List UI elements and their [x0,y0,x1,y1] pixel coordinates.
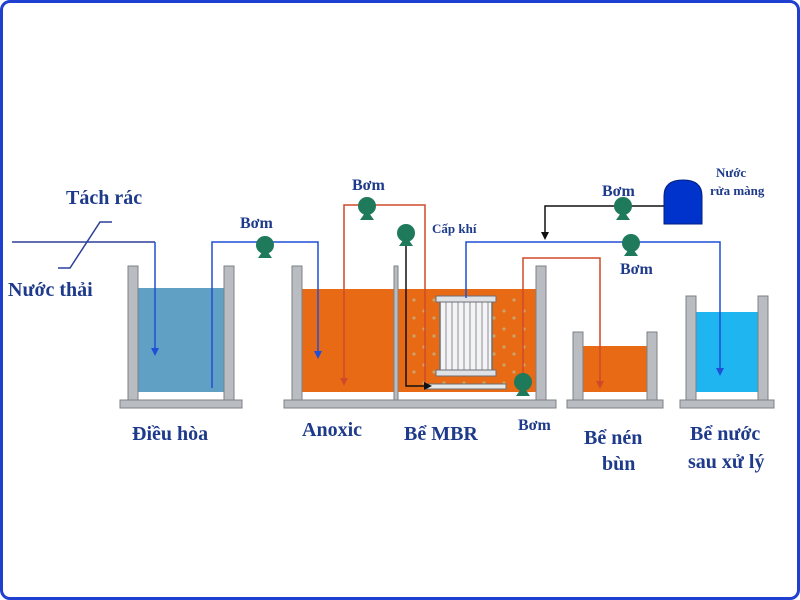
screen-slash [58,221,112,269]
pump-3 [397,224,415,246]
pump-4-label: Bơm [602,183,636,200]
membrane-module [425,295,507,390]
anoxic-sludge [302,289,394,392]
sludge-thickener-label-line2: bùn [602,453,635,475]
equalization-water [138,288,224,392]
air-supply-label: Cấp khí [432,221,477,236]
mbr-tank-label: Bể MBR [404,423,478,445]
pump-1-label: Bơm [240,215,274,232]
recirculation-pipe [340,204,426,386]
pump-4 [614,197,632,220]
sludge-thickener-walls [566,331,664,409]
pump-2 [358,197,376,220]
wash-water-tank-icon [663,179,703,225]
anoxic-mbr-tank-walls [283,265,557,409]
sludge-pipe [522,257,604,389]
wastewater-label: Nước thải [8,279,93,301]
sludge-thickener-content [583,346,647,392]
sludge-thickener-label-line1: Bể nén [584,427,642,449]
wash-pipe [541,205,664,240]
anoxic-tank-label: Anoxic [302,419,362,441]
treated-water [696,312,758,392]
wash-water-label-line1: Nước [716,165,746,180]
pump-5 [622,234,640,256]
treated-tank-label-line1: Bể nước [690,423,760,445]
equalization-tank-label: Điều hòa [132,423,208,445]
screening-label: Tách rác [66,187,142,209]
permeate-pipe [465,241,724,376]
wash-water-label-line2: rửa màng [710,183,765,198]
air-supply-pipe [405,232,432,390]
equalization-tank-walls [119,265,243,409]
pump-1 [256,236,274,258]
treated-water-tank-walls [679,295,775,409]
pump-6-label: Bơm [518,417,552,434]
pump-6 [514,373,532,396]
pump-2-label: Bơm [352,177,386,194]
pump-5-label: Bơm [620,261,654,278]
treated-tank-label-line2: sau xử lý [688,451,764,473]
